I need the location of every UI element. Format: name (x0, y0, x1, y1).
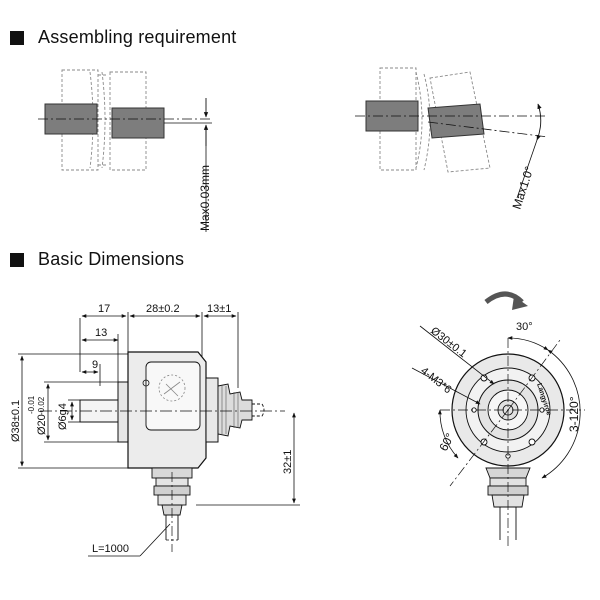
label-plate (145, 361, 201, 431)
assembling-requirement-heading: Assembling requirement (10, 27, 237, 48)
dia-20: Ø20 (36, 414, 48, 435)
angular-offset-diagram: Max1.0° (355, 67, 549, 211)
shaft-right-tilted-block (427, 103, 485, 139)
cable-length-label: L=1000 (92, 543, 129, 555)
shaft-right-block (111, 107, 165, 139)
basic-dimensions-heading: Basic Dimensions (10, 249, 184, 270)
dia-30: Ø30±0.1 (428, 325, 469, 360)
dia-6: Ø6g4 (57, 403, 69, 430)
parallel-offset-diagram: Max0.03mm (38, 69, 212, 232)
angle-60: 60° (436, 431, 457, 454)
encoder-front-view: Langyiroe 30° 3-120° 60° Ø30±0.1 4-M3*6 (411, 291, 585, 548)
heading-bullet-icon (10, 252, 24, 267)
heading-bullet-icon (10, 30, 24, 45)
dia-20-tol-upper: -0.01 (27, 395, 36, 414)
dia-38: Ø38±0.1 (10, 400, 22, 442)
dim-13: 13 (95, 327, 107, 339)
assembling-requirement-title: Assembling requirement (38, 27, 237, 47)
angle-3x120: 3-120° (567, 396, 581, 432)
dia-20-tol-lower: -0.02 (37, 396, 46, 415)
dim-17: 17 (98, 303, 110, 315)
rotation-arrowhead-icon (512, 296, 528, 310)
dim-32: 32±1 (282, 450, 294, 474)
parallel-offset-label: Max0.03mm (198, 165, 212, 231)
thread-spec: 4-M3*6 (418, 365, 453, 396)
dim-28: 28±0.2 (146, 303, 180, 315)
logo-mark (158, 374, 186, 402)
angular-offset-label: Max1.0° (510, 164, 537, 211)
basic-dimensions-title: Basic Dimensions (38, 249, 185, 269)
dim-9: 9 (92, 359, 98, 371)
rotation-arrow-icon (484, 291, 524, 305)
screw-icon (142, 379, 150, 387)
rear-cable-gland (217, 383, 265, 437)
angle-30: 30° (516, 321, 533, 333)
dim-13-right: 13±1 (207, 303, 231, 315)
encoder-side-view: 17 28±0.2 13±1 13 9 (10, 303, 300, 557)
